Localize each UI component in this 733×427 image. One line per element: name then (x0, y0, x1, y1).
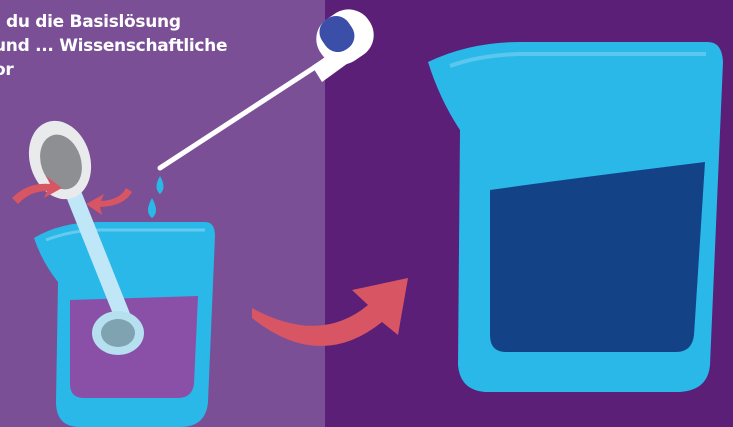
curved-arrow-icon (252, 278, 408, 346)
large-beaker-icon (428, 42, 723, 392)
drop-icon (148, 176, 164, 218)
pipette-icon (160, 0, 383, 168)
